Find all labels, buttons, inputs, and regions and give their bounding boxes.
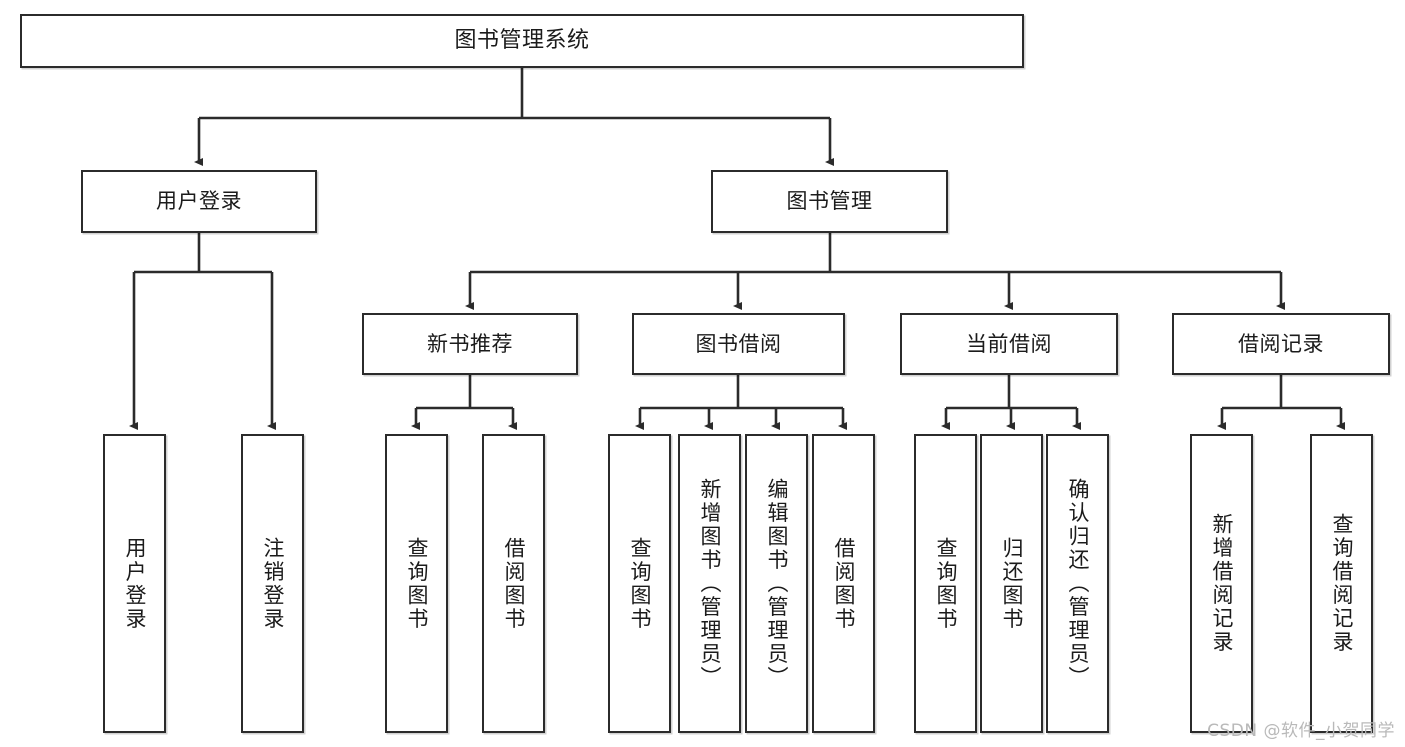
node-label: 归还图书 [1000, 536, 1024, 631]
leaf-user-login-signin[interactable]: 用户登录 [103, 434, 166, 733]
leaf-user-login-signout[interactable]: 注销登录 [241, 434, 304, 733]
node-label: 用户登录 [123, 536, 147, 631]
node-borrow-record[interactable]: 借阅记录 [1172, 313, 1390, 375]
node-label: 编辑图书（管理员） [765, 477, 789, 690]
leaf-borrow-query-book[interactable]: 查询图书 [608, 434, 671, 733]
node-label: 查询图书 [405, 536, 429, 631]
node-label: 借阅图书 [832, 536, 856, 631]
node-label: 图书借阅 [695, 331, 782, 356]
node-label: 借阅图书 [502, 536, 526, 631]
leaf-borrow-borrow-book[interactable]: 借阅图书 [812, 434, 875, 733]
node-label: 借阅记录 [1238, 331, 1324, 356]
node-label: 查询图书 [934, 536, 958, 631]
node-label: 图书管理系统 [454, 28, 590, 54]
csdn-watermark: CSDN @软件_小贺同学 [1207, 721, 1395, 741]
leaf-recommend-borrow-book[interactable]: 借阅图书 [482, 434, 545, 733]
leaf-borrow-edit-book-admin[interactable]: 编辑图书（管理员） [745, 434, 808, 733]
leaf-recommend-query-book[interactable]: 查询图书 [385, 434, 448, 733]
node-root-system[interactable]: 图书管理系统 [20, 14, 1024, 68]
node-label: 新增图书（管理员） [698, 477, 722, 690]
node-label: 新书推荐 [427, 331, 513, 356]
leaf-record-query-record[interactable]: 查询借阅记录 [1310, 434, 1373, 733]
node-book-borrow[interactable]: 图书借阅 [632, 313, 845, 375]
leaf-current-return-book[interactable]: 归还图书 [980, 434, 1043, 733]
leaf-borrow-add-book-admin[interactable]: 新增图书（管理员） [678, 434, 741, 733]
node-label: 注销登录 [261, 536, 285, 631]
node-label: 用户登录 [156, 189, 242, 214]
node-label: 新增借阅记录 [1210, 513, 1234, 654]
node-label: 确认归还（管理员） [1066, 477, 1090, 690]
node-book-management[interactable]: 图书管理 [711, 170, 948, 233]
node-new-book-recommend[interactable]: 新书推荐 [362, 313, 578, 375]
node-label: 查询图书 [628, 536, 652, 631]
node-label: 查询借阅记录 [1330, 513, 1354, 654]
node-user-login[interactable]: 用户登录 [81, 170, 317, 233]
leaf-record-add-record[interactable]: 新增借阅记录 [1190, 434, 1253, 733]
node-current-borrow[interactable]: 当前借阅 [900, 313, 1118, 375]
node-label: 图书管理 [786, 189, 873, 214]
leaf-current-query-book[interactable]: 查询图书 [914, 434, 977, 733]
leaf-current-confirm-return-admin[interactable]: 确认归还（管理员） [1046, 434, 1109, 733]
node-label: 当前借阅 [966, 331, 1052, 356]
